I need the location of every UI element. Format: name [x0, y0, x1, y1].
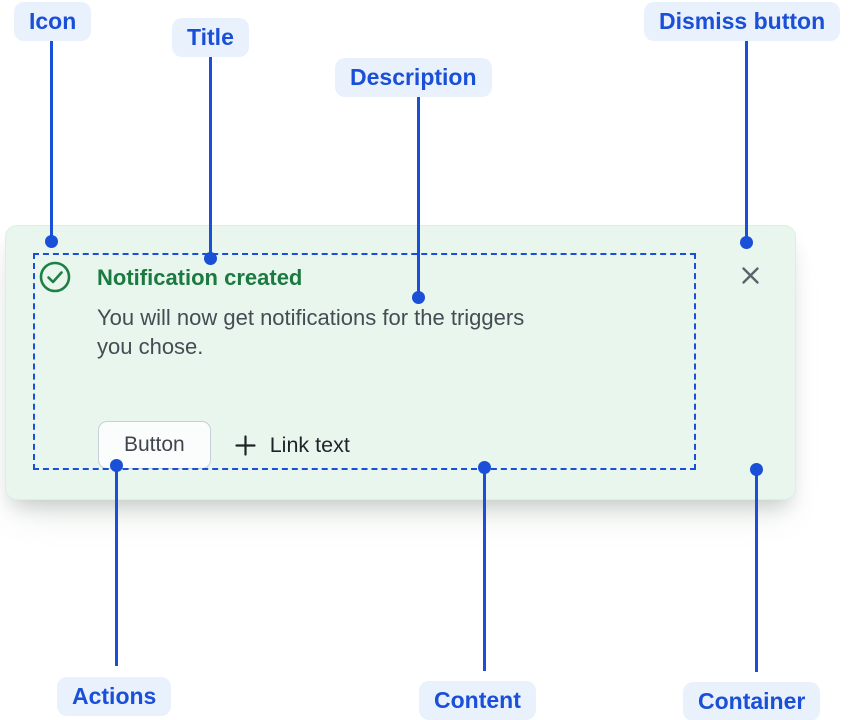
connector-container: [750, 463, 763, 672]
flag-description-line1: You will now get notifications for the t…: [97, 305, 525, 330]
connector-dismiss-button: [740, 40, 753, 249]
flag-actions: Button Link text: [98, 421, 350, 469]
annotation-label-title: Title: [172, 18, 249, 57]
flag-title: Notification created: [97, 265, 303, 290]
connector-icon: [45, 41, 58, 248]
flag-container: Notification created You will now get no…: [5, 225, 796, 500]
annotation-label-actions: Actions: [57, 677, 172, 716]
annotation-label-icon: Icon: [14, 2, 92, 41]
connector-description: [412, 97, 425, 304]
connector-actions: [110, 459, 123, 666]
dismiss-button[interactable]: [732, 257, 768, 293]
flag-link-label: Link text: [269, 432, 350, 457]
connector-content: [478, 461, 491, 671]
flag-description: You will now get notifications for the t…: [97, 303, 524, 361]
flag-action-link[interactable]: Link text: [234, 433, 350, 458]
close-icon: [741, 266, 760, 285]
flag-description-line2: you chose.: [97, 334, 204, 359]
connector-title: [204, 57, 217, 265]
annotation-label-dismiss-button: Dismiss button: [644, 2, 841, 41]
annotation-label-container: Container: [683, 682, 821, 720]
success-check-icon: [39, 261, 71, 293]
annotation-label-description: Description: [335, 58, 492, 97]
plus-icon: [234, 434, 257, 457]
annotation-label-content: Content: [419, 681, 536, 720]
